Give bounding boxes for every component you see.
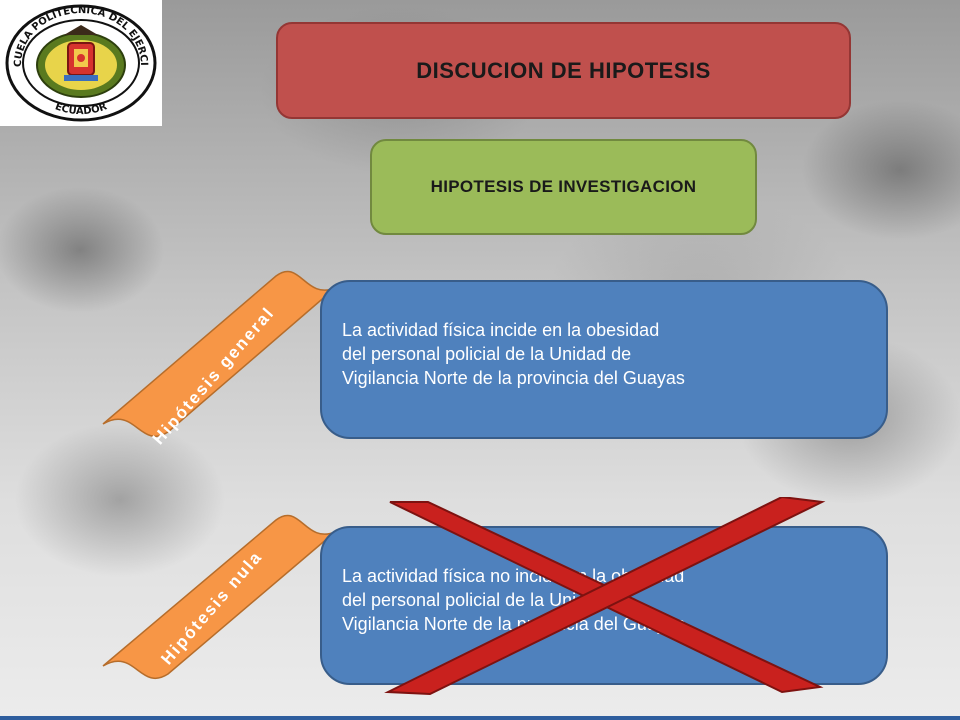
general-hypothesis-text: La actividad física incide en la obesida… — [342, 320, 685, 388]
general-hypothesis-box: La actividad física incide en la obesida… — [320, 280, 888, 439]
slide-title: DISCUCION DE HIPOTESIS — [276, 22, 851, 119]
bottom-rule — [0, 716, 960, 720]
section-subtitle: HIPOTESIS DE INVESTIGACION — [370, 139, 757, 235]
school-seal-icon: ESCUELA POLITECNICA DEL EJERCITO ECUADOR — [4, 3, 157, 122]
school-logo: ESCUELA POLITECNICA DEL EJERCITO ECUADOR — [0, 0, 162, 126]
svg-text:ECUADOR: ECUADOR — [53, 101, 108, 117]
rejected-cross-icon — [384, 497, 826, 696]
